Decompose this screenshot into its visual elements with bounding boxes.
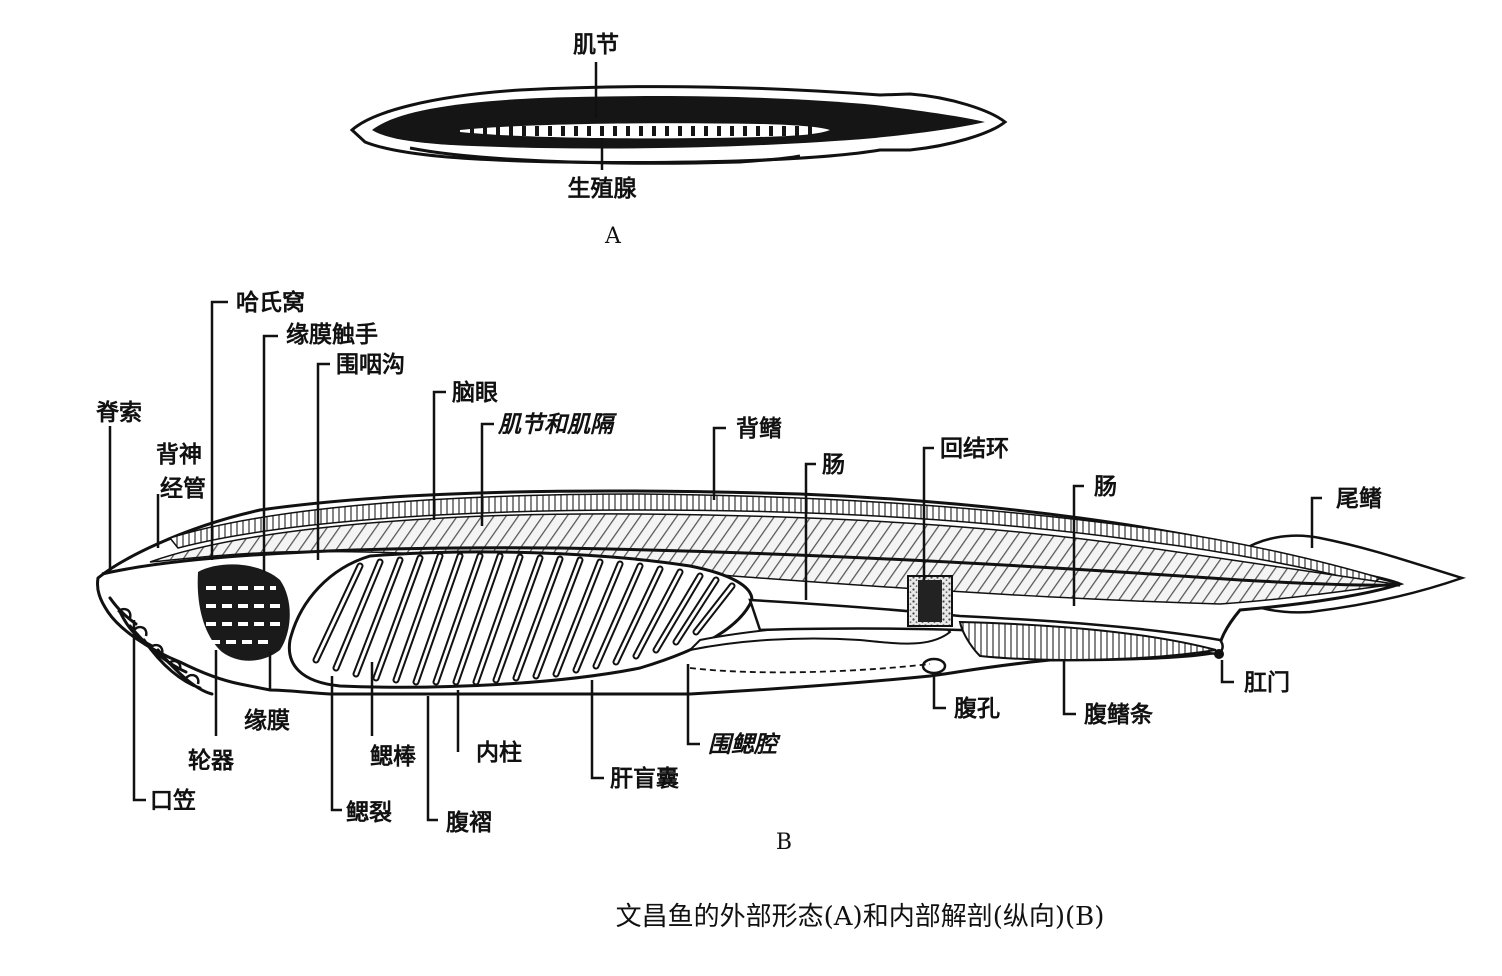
- label-gonad: 生殖腺: [568, 175, 638, 202]
- label-velar-tentacles: 缘膜触手: [286, 321, 378, 348]
- label-wheel-organ: 轮器: [188, 747, 235, 774]
- atrium-floor: [689, 663, 931, 674]
- leader-ventral-fin-rays: [1062, 660, 1076, 716]
- leader-caudal-fin: [1310, 496, 1322, 548]
- label-caudal-fin: 尾鳍: [1336, 485, 1382, 512]
- panel-b-letter: B: [776, 830, 792, 855]
- label-myomere-myoseptum: 肌节和肌隔: [497, 412, 617, 438]
- leader-intestine-1: [804, 462, 816, 600]
- label-dorsal-fin: 背鳍: [736, 415, 782, 442]
- label-gill-bar: 鳃棒: [370, 743, 417, 770]
- label-myomere: 肌节: [573, 32, 619, 58]
- leader-dorsal-fin: [712, 426, 726, 500]
- panel-a-gonad-row: [460, 123, 830, 139]
- leader-hepatic-caecum: [590, 680, 604, 780]
- label-nerve-cord-line2: 经管: [160, 475, 206, 502]
- velum-organ-lobes: [206, 586, 282, 644]
- leader-ileocolic-ring: [922, 446, 934, 580]
- oral-cirri-loops: [117, 607, 200, 685]
- label-ventral-fin-rays: 腹鳍条: [1084, 701, 1153, 728]
- leader-peripharyngeal-groove: [316, 362, 330, 560]
- panel-a-letter: A: [604, 224, 622, 249]
- label-atriopore: 腹孔: [954, 695, 1000, 722]
- label-hatschek-pit: 哈氏窝: [236, 289, 305, 316]
- leader-atriopore: [932, 674, 946, 710]
- label-oral-hood: 口笠: [150, 787, 196, 814]
- panel-b-drawing: [96, 489, 1467, 696]
- leader-myomere-myoseptum: [480, 422, 494, 526]
- ileocolic-ring-core: [918, 580, 942, 622]
- leader-intestine-2: [1072, 484, 1084, 606]
- leader-brain-eye: [432, 390, 446, 520]
- atriopore: [921, 657, 947, 675]
- leader-hatschek-pit: [210, 300, 228, 560]
- figure-caption: 文昌鱼的外部形态(A)和内部解剖(纵向)(B): [616, 902, 1105, 932]
- label-brain-eye: 脑眼: [452, 379, 498, 406]
- leader-metapleural-fold: [426, 696, 438, 822]
- label-gill-slit: 鳃裂: [346, 799, 392, 826]
- label-velum: 缘膜: [244, 707, 290, 734]
- label-metapleural-fold: 腹褶: [446, 809, 492, 836]
- anus-mark: [1214, 649, 1224, 659]
- label-ileocolic-ring: 回结环: [940, 436, 1009, 462]
- label-endostyle: 内柱: [476, 740, 522, 766]
- label-hepatic-caecum: 肝盲囊: [610, 765, 679, 792]
- leader-gill-slit: [330, 676, 342, 812]
- panel-a-lower-fold: [409, 146, 801, 165]
- leader-atrium: [686, 664, 700, 746]
- label-notochord: 脊索: [95, 399, 142, 426]
- panel-b-leaders: [108, 300, 1322, 822]
- gill-bars-inner: [314, 554, 734, 684]
- leader-oral-hood: [132, 620, 146, 802]
- label-peripharyngeal-groove: 围咽沟: [336, 351, 405, 378]
- velum-organ: [197, 564, 290, 661]
- leader-velar-tentacles: [262, 334, 278, 572]
- ventral-fin: [958, 620, 1217, 661]
- label-anus: 肛门: [1244, 669, 1290, 696]
- leader-anus: [1220, 660, 1234, 684]
- label-intestine-2: 肠: [1094, 474, 1117, 500]
- label-intestine-1: 肠: [822, 452, 845, 478]
- panel-a-drawing: [349, 62, 1008, 170]
- label-atrium: 围鳃腔: [708, 732, 781, 758]
- label-nerve-cord-line1: 背神: [156, 441, 202, 468]
